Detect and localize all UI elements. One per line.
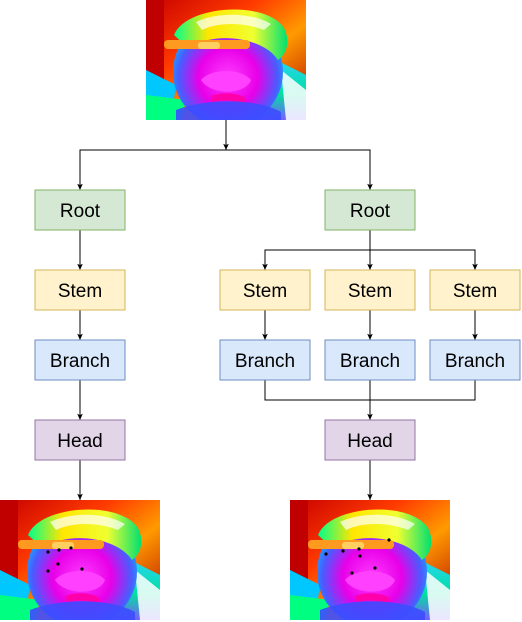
right-branch-node-1: Branch <box>219 339 311 381</box>
left-root-label: Root <box>60 201 101 222</box>
left-branch-node: Branch <box>34 339 126 381</box>
left-stem-label: Stem <box>58 281 102 302</box>
edge-right-root-stem-3 <box>370 249 478 270</box>
edge-split-to-left-root <box>77 149 226 190</box>
right-branch-label-3: Branch <box>445 351 505 372</box>
left-root-node: Root <box>34 189 126 231</box>
right-stem-node-2: Stem <box>324 269 416 311</box>
right-stem-label-2: Stem <box>348 281 392 302</box>
right-root-node: Root <box>324 189 416 231</box>
right-branch-label-2: Branch <box>340 351 400 372</box>
left-head-node: Head <box>34 419 126 461</box>
edge-right-root-stem-1 <box>262 249 370 270</box>
input-thermal-image <box>146 0 306 120</box>
left-branch-label: Branch <box>50 351 110 372</box>
left-head-label: Head <box>57 431 102 452</box>
right-head-label: Head <box>347 431 392 452</box>
left-output-thermal-image <box>0 500 160 620</box>
left-landmark-points <box>46 546 84 573</box>
right-branch-node-2: Branch <box>324 339 416 381</box>
right-landmark-points <box>324 538 391 575</box>
right-stem-label-3: Stem <box>453 281 497 302</box>
right-root-label: Root <box>350 201 391 222</box>
right-branch-node-3: Branch <box>429 339 521 381</box>
left-stem-node: Stem <box>34 269 126 311</box>
right-branch-label-1: Branch <box>235 351 295 372</box>
right-stem-node-1: Stem <box>219 269 311 311</box>
edge-split-to-right-root <box>226 149 373 190</box>
left-pipeline: Root Stem Branch Head <box>0 189 160 620</box>
right-head-node: Head <box>324 419 416 461</box>
right-stem-label-1: Stem <box>243 281 287 302</box>
edges <box>77 120 478 500</box>
right-stem-node-3: Stem <box>429 269 521 311</box>
right-output-thermal-image <box>290 500 450 620</box>
right-pipeline: Root Stem Stem Stem Branch Branch Branch <box>219 189 521 620</box>
